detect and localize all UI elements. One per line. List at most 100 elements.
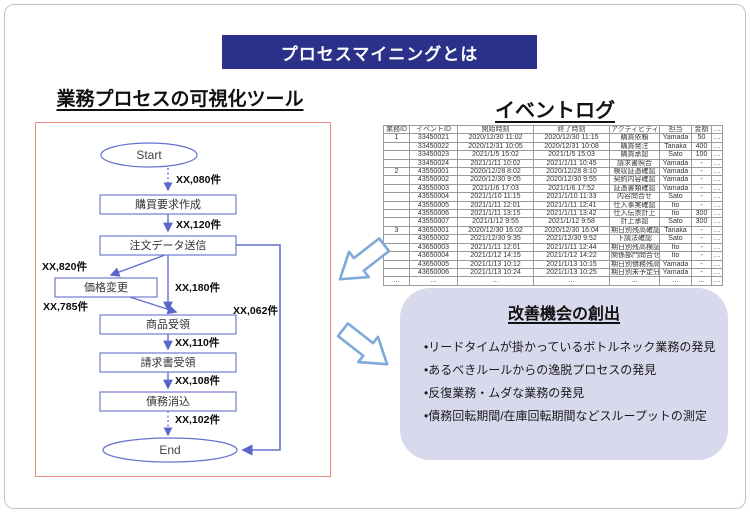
event-log-cell: 2021/1/11 12:44 <box>533 242 610 253</box>
event-log-cell: - <box>691 175 712 185</box>
event-log-cell: … <box>711 234 723 244</box>
event-log-cell: 2020/12/30 16:04 <box>533 225 610 236</box>
event-log-cell: 期日別残高確認 <box>609 225 660 236</box>
event-log-cell: 43550002 <box>409 175 458 185</box>
event-log-cell: 43550004 <box>409 192 458 202</box>
event-log-cell <box>383 141 410 152</box>
event-log-cell: 43650002 <box>409 234 458 244</box>
process-flowchart: Start 購買要求作成 注文データ送信 価格変更 商品受領 請求書受領 債務消… <box>42 142 281 463</box>
event-log-cell: 43550007 <box>409 217 458 227</box>
event-log-cell: 2021/1/11 10:02 <box>457 158 534 169</box>
count-receipt-to-invoice: XX,110件 <box>175 336 220 349</box>
count-clearing-to-end: XX,102件 <box>175 413 220 426</box>
title-banner: プロセスマイニングとは <box>222 35 537 69</box>
event-log-cell: 2021/1/13 10:15 <box>533 259 610 269</box>
event-log-cell: 請求書照合 <box>609 158 660 169</box>
event-log-cell: … <box>711 141 723 152</box>
eventlog-heading: イベントログ <box>495 100 615 122</box>
event-log-cell: 50 <box>691 133 712 143</box>
event-log-cell: 33450023 <box>409 150 458 160</box>
event-log-cell: 2021/12/30 9:35 <box>457 234 534 244</box>
event-log-cell: Yamada <box>659 158 692 169</box>
event-log-cell: 証憑書類確認 <box>609 183 660 194</box>
event-log-cell: 43650001 <box>409 225 458 236</box>
event-log-cell: 期日別残高検証 <box>609 242 660 253</box>
event-log-cell: 2021/1/10 11:15 <box>457 192 534 202</box>
event-log-cell: 2021/1/11 10:45 <box>533 158 610 169</box>
edge-price-to-receipt <box>129 296 178 315</box>
event-log-cell: Sato <box>659 150 692 160</box>
event-log-cell: Sato <box>659 234 692 244</box>
page-title: プロセスマイニングとは <box>280 44 479 64</box>
improvement-bullet: •債務回転期間/在庫回転期間などスループットの測定 <box>424 409 707 423</box>
column-header: アクティビティ <box>609 124 660 135</box>
node-create-request <box>99 194 237 215</box>
event-log-cell: 2020/12/30 16:02 <box>457 225 534 236</box>
arrow-table-to-flow-icon <box>338 237 391 281</box>
event-log-cell: 2020/12/30 9:05 <box>457 175 534 185</box>
event-log-cell: 43650004 <box>409 251 458 261</box>
event-log-cell: 2021/1/6 17:03 <box>457 183 534 194</box>
column-header: 担当 <box>659 124 692 135</box>
count-send-to-receipt: XX,180件 <box>175 281 220 294</box>
node-create-request-label: 購買要求作成 <box>135 197 201 211</box>
event-log-cell: 2020/12/30 11:02 <box>457 133 534 143</box>
count-create-to-send: XX,120件 <box>176 218 221 231</box>
event-log-cell: 2020/12/30 9:55 <box>533 175 610 185</box>
node-debt-clearing-label: 債務消込 <box>146 394 190 408</box>
edge-bypass-to-end <box>236 244 281 456</box>
count-bypass-to-end: XX,062件 <box>233 304 278 317</box>
event-log-cell: Tanaka <box>659 225 692 236</box>
event-log-cell: 2020/12/31 10:05 <box>457 141 534 152</box>
improvement-bullet: •あるべきルールからの逸脱プロセスの発見 <box>424 363 657 377</box>
end-node-label: End <box>159 443 180 457</box>
event-log-cell: … <box>711 217 723 227</box>
event-log-cell: 2021/1/13 10:25 <box>533 267 610 278</box>
event-log-cell: … <box>409 276 458 286</box>
event-log-cell: … <box>711 133 723 143</box>
event-log-cell: 43550006 <box>409 209 458 219</box>
improvement-bullet: •反復業務・ムダな業務の発見 <box>424 386 585 400</box>
event-log-cell: … <box>711 209 723 219</box>
node-price-change <box>54 277 158 298</box>
event-log-cell: 33450024 <box>409 158 458 169</box>
event-log-cell: 2021/1/11 12:01 <box>457 200 534 211</box>
improvement-bullet: •リードタイムが掛かっているボトルネック業務の発見 <box>424 340 716 354</box>
event-log-cell: - <box>691 200 712 211</box>
event-log-cell: - <box>691 225 712 236</box>
event-log-cell: … <box>711 276 723 286</box>
event-log-cell: Ito <box>659 200 692 211</box>
slide-border <box>4 4 746 509</box>
event-log-cell: 契約内容確認 <box>609 175 660 185</box>
event-log-cell: 43650006 <box>409 267 458 278</box>
event-log-cell: 内容問合せ <box>609 192 660 202</box>
event-log-cell: … <box>457 276 534 286</box>
event-log-cell <box>383 175 410 185</box>
event-log-cell: … <box>711 242 723 253</box>
event-log-cell: … <box>711 251 723 261</box>
event-log-cell: Yamada <box>659 167 692 177</box>
event-log-cell: Sato <box>659 192 692 202</box>
event-log-cell: 2021/1/10 11:33 <box>533 192 610 202</box>
count-start-to-create: XX,080件 <box>176 173 221 186</box>
node-invoice-receipt <box>99 352 237 373</box>
event-log-cell <box>383 209 410 219</box>
event-log-cell: 2020/12/31 10:08 <box>533 141 610 152</box>
event-log-cell: Ito <box>659 242 692 253</box>
event-log-cell: 2021/1/12 9:55 <box>457 217 534 227</box>
event-log-cell: 仕入伝票計上 <box>609 209 660 219</box>
event-log-cell: … <box>711 183 723 194</box>
improvement-box: 改善機会の創出 •リードタイムが掛かっているボトルネック業務の発見 •あるべきル… <box>400 288 728 460</box>
event-log-cell: 購買発注 <box>609 141 660 152</box>
